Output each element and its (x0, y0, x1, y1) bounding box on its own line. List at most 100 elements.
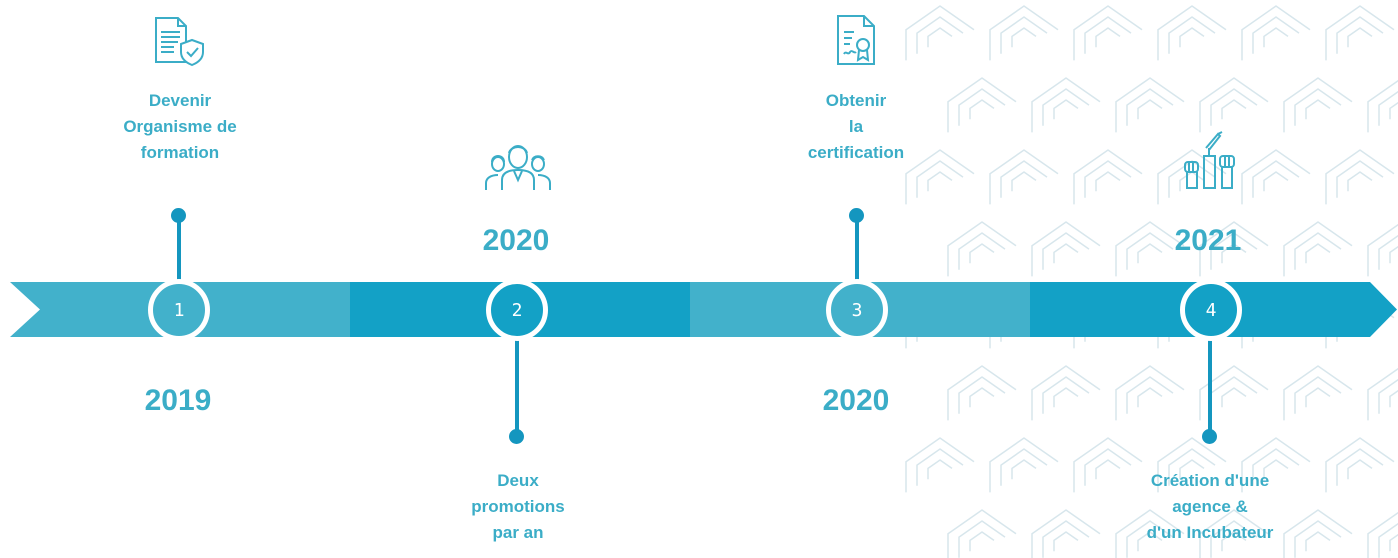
pattern-stroke (1157, 437, 1227, 493)
pattern-stroke (1042, 376, 1090, 414)
pattern-stroke (1031, 221, 1101, 277)
pattern-stroke (1347, 27, 1373, 48)
pattern-stroke (1305, 99, 1331, 120)
pattern-stroke (1095, 27, 1121, 48)
pattern-stroke (947, 77, 1017, 133)
pattern-stroke (969, 531, 995, 552)
pattern-stroke (927, 459, 953, 480)
milestone-number: 2 (511, 299, 523, 321)
pattern-stroke (1011, 171, 1037, 192)
milestone-title-line: formation (140, 143, 220, 162)
pattern-stroke (1157, 5, 1227, 61)
pattern-stroke (905, 437, 975, 493)
pattern-stroke (1179, 27, 1205, 48)
milestone-year-4: 2021 (1174, 224, 1242, 257)
pattern-stroke (1367, 511, 1398, 558)
milestone-year-2: 2020 (482, 224, 550, 257)
pattern-stroke (1263, 27, 1289, 48)
pattern-stroke (1389, 533, 1398, 552)
pattern-stroke (1000, 16, 1048, 54)
pattern-stroke (1294, 232, 1342, 270)
pattern-stroke (1336, 448, 1384, 486)
pattern-stroke (1389, 245, 1398, 264)
pattern-stroke (1367, 223, 1398, 277)
connector-3 (855, 216, 859, 282)
pattern-stroke (1378, 522, 1398, 558)
pattern-stroke (958, 520, 1006, 558)
pattern-stroke (1294, 88, 1342, 126)
pattern-stroke (947, 365, 1017, 421)
pattern-stroke (1168, 448, 1216, 486)
pattern-stroke (1336, 160, 1384, 198)
milestone-title-line: Devenir (148, 91, 212, 110)
pattern-stroke (1367, 79, 1398, 133)
pattern-stroke (1168, 16, 1216, 54)
pattern-stroke (958, 88, 1006, 126)
milestone-title-line: Création d'une (1150, 471, 1270, 490)
pattern-stroke (1283, 77, 1353, 133)
pattern-stroke (1137, 99, 1163, 120)
pattern-stroke (1042, 232, 1090, 270)
milestone-title-line: certification (807, 143, 905, 162)
pattern-stroke (1221, 531, 1247, 552)
pattern-stroke (958, 232, 1006, 270)
pattern-stroke (1126, 520, 1174, 558)
milestone-year-1: 2019 (144, 384, 212, 417)
pattern-stroke (1073, 149, 1143, 205)
pattern-stroke (1283, 365, 1353, 421)
connector-4 (1208, 337, 1212, 436)
pattern-stroke (1367, 367, 1398, 421)
milestone-title-line: promotions (471, 497, 565, 516)
pattern-stroke (1221, 99, 1247, 120)
milestone-number: 3 (851, 299, 863, 321)
pattern-stroke (1042, 88, 1090, 126)
pattern-stroke (969, 243, 995, 264)
pattern-stroke (905, 149, 975, 205)
milestone-title-line: Organisme de (123, 117, 237, 136)
pattern-stroke (1084, 16, 1132, 54)
connector-dot-4 (1202, 429, 1217, 444)
pattern-stroke (905, 5, 975, 61)
pattern-stroke (1294, 376, 1342, 414)
milestone-title-line: d'un Incubateur (1146, 523, 1274, 542)
pattern-stroke (1294, 520, 1342, 558)
pattern-stroke (916, 160, 964, 198)
pattern-stroke (1000, 160, 1048, 198)
pattern-stroke (989, 5, 1059, 61)
pattern-stroke (1325, 5, 1395, 61)
connector-dot-1 (171, 208, 186, 223)
connector-dot-3 (849, 208, 864, 223)
pattern-stroke (1378, 378, 1398, 414)
milestone-marker-4: 4 (1180, 279, 1242, 341)
connector-2 (515, 337, 519, 436)
pattern-stroke (1053, 243, 1079, 264)
milestone-title-line: Obtenir (825, 91, 887, 110)
milestone-marker-2: 2 (486, 279, 548, 341)
pattern-stroke (1000, 448, 1048, 486)
pattern-stroke (1126, 88, 1174, 126)
document-shield-icon (155, 17, 204, 67)
pattern-stroke (1115, 77, 1185, 133)
pattern-stroke (1031, 509, 1101, 558)
pattern-stroke (969, 387, 995, 408)
milestone-title-3: Obtenir la certification (786, 88, 926, 166)
milestone-title-4: Création d'une agence & d'un Incubateur (1130, 468, 1290, 546)
pattern-stroke (1126, 376, 1174, 414)
pattern-stroke (1179, 459, 1205, 480)
pattern-stroke (947, 221, 1017, 277)
pattern-stroke (1347, 171, 1373, 192)
pattern-stroke (1241, 5, 1311, 61)
pattern-stroke (1325, 149, 1395, 205)
pattern-stroke (1199, 221, 1269, 277)
pattern-stroke (1336, 16, 1384, 54)
pattern-stroke (1241, 149, 1311, 205)
pattern-stroke (1389, 101, 1398, 120)
pattern-stroke (1221, 243, 1247, 264)
pattern-stroke (1031, 77, 1101, 133)
milestone-marker-3: 3 (826, 279, 888, 341)
pattern-stroke (947, 509, 1017, 558)
pattern-stroke (1053, 387, 1079, 408)
pattern-stroke (1378, 90, 1398, 126)
pattern-stroke (1157, 149, 1227, 205)
pattern-stroke (1347, 459, 1373, 480)
